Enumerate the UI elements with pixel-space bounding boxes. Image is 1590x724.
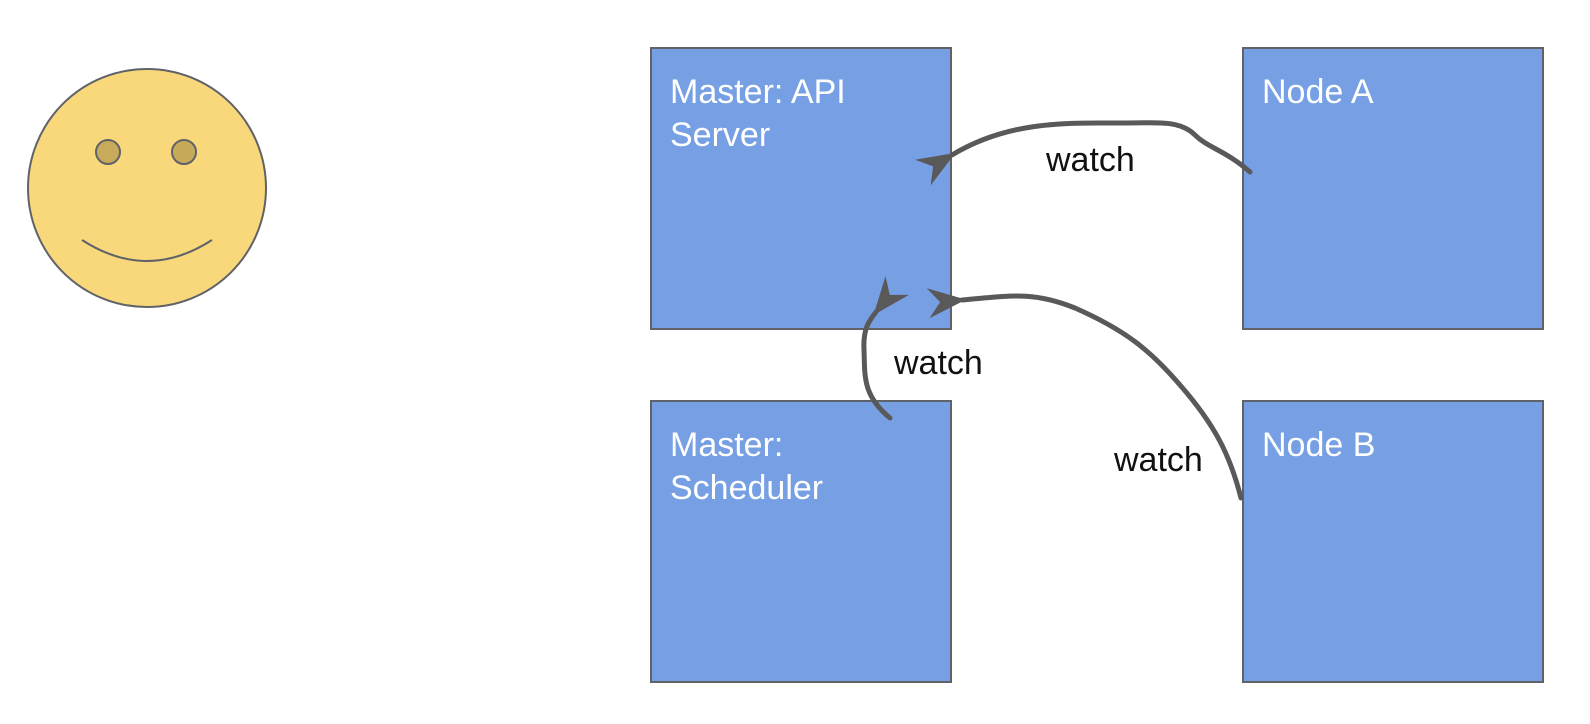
left-eye bbox=[95, 139, 121, 165]
edge-label-scheduler: watch bbox=[894, 344, 983, 382]
node-a-box: Node A bbox=[1242, 47, 1544, 330]
api-server-label: Master: API Server bbox=[670, 73, 846, 154]
node-b-label: Node B bbox=[1262, 426, 1376, 464]
arrow-node-a-to-api bbox=[915, 120, 1253, 186]
smile bbox=[81, 239, 213, 262]
node-a-label: Node A bbox=[1262, 73, 1374, 111]
scheduler-box: Master: Scheduler bbox=[650, 400, 952, 683]
arrow-scheduler-to-api bbox=[861, 276, 909, 421]
node-b-box: Node B bbox=[1242, 400, 1544, 683]
edge-label-node-b: watch bbox=[1114, 441, 1203, 479]
smiley-face-icon bbox=[27, 68, 267, 308]
edge-label-node-a: watch bbox=[1046, 141, 1135, 179]
right-eye bbox=[171, 139, 197, 165]
arrow-node-b-to-api bbox=[926, 288, 1244, 501]
scheduler-label: Master: Scheduler bbox=[670, 426, 824, 507]
